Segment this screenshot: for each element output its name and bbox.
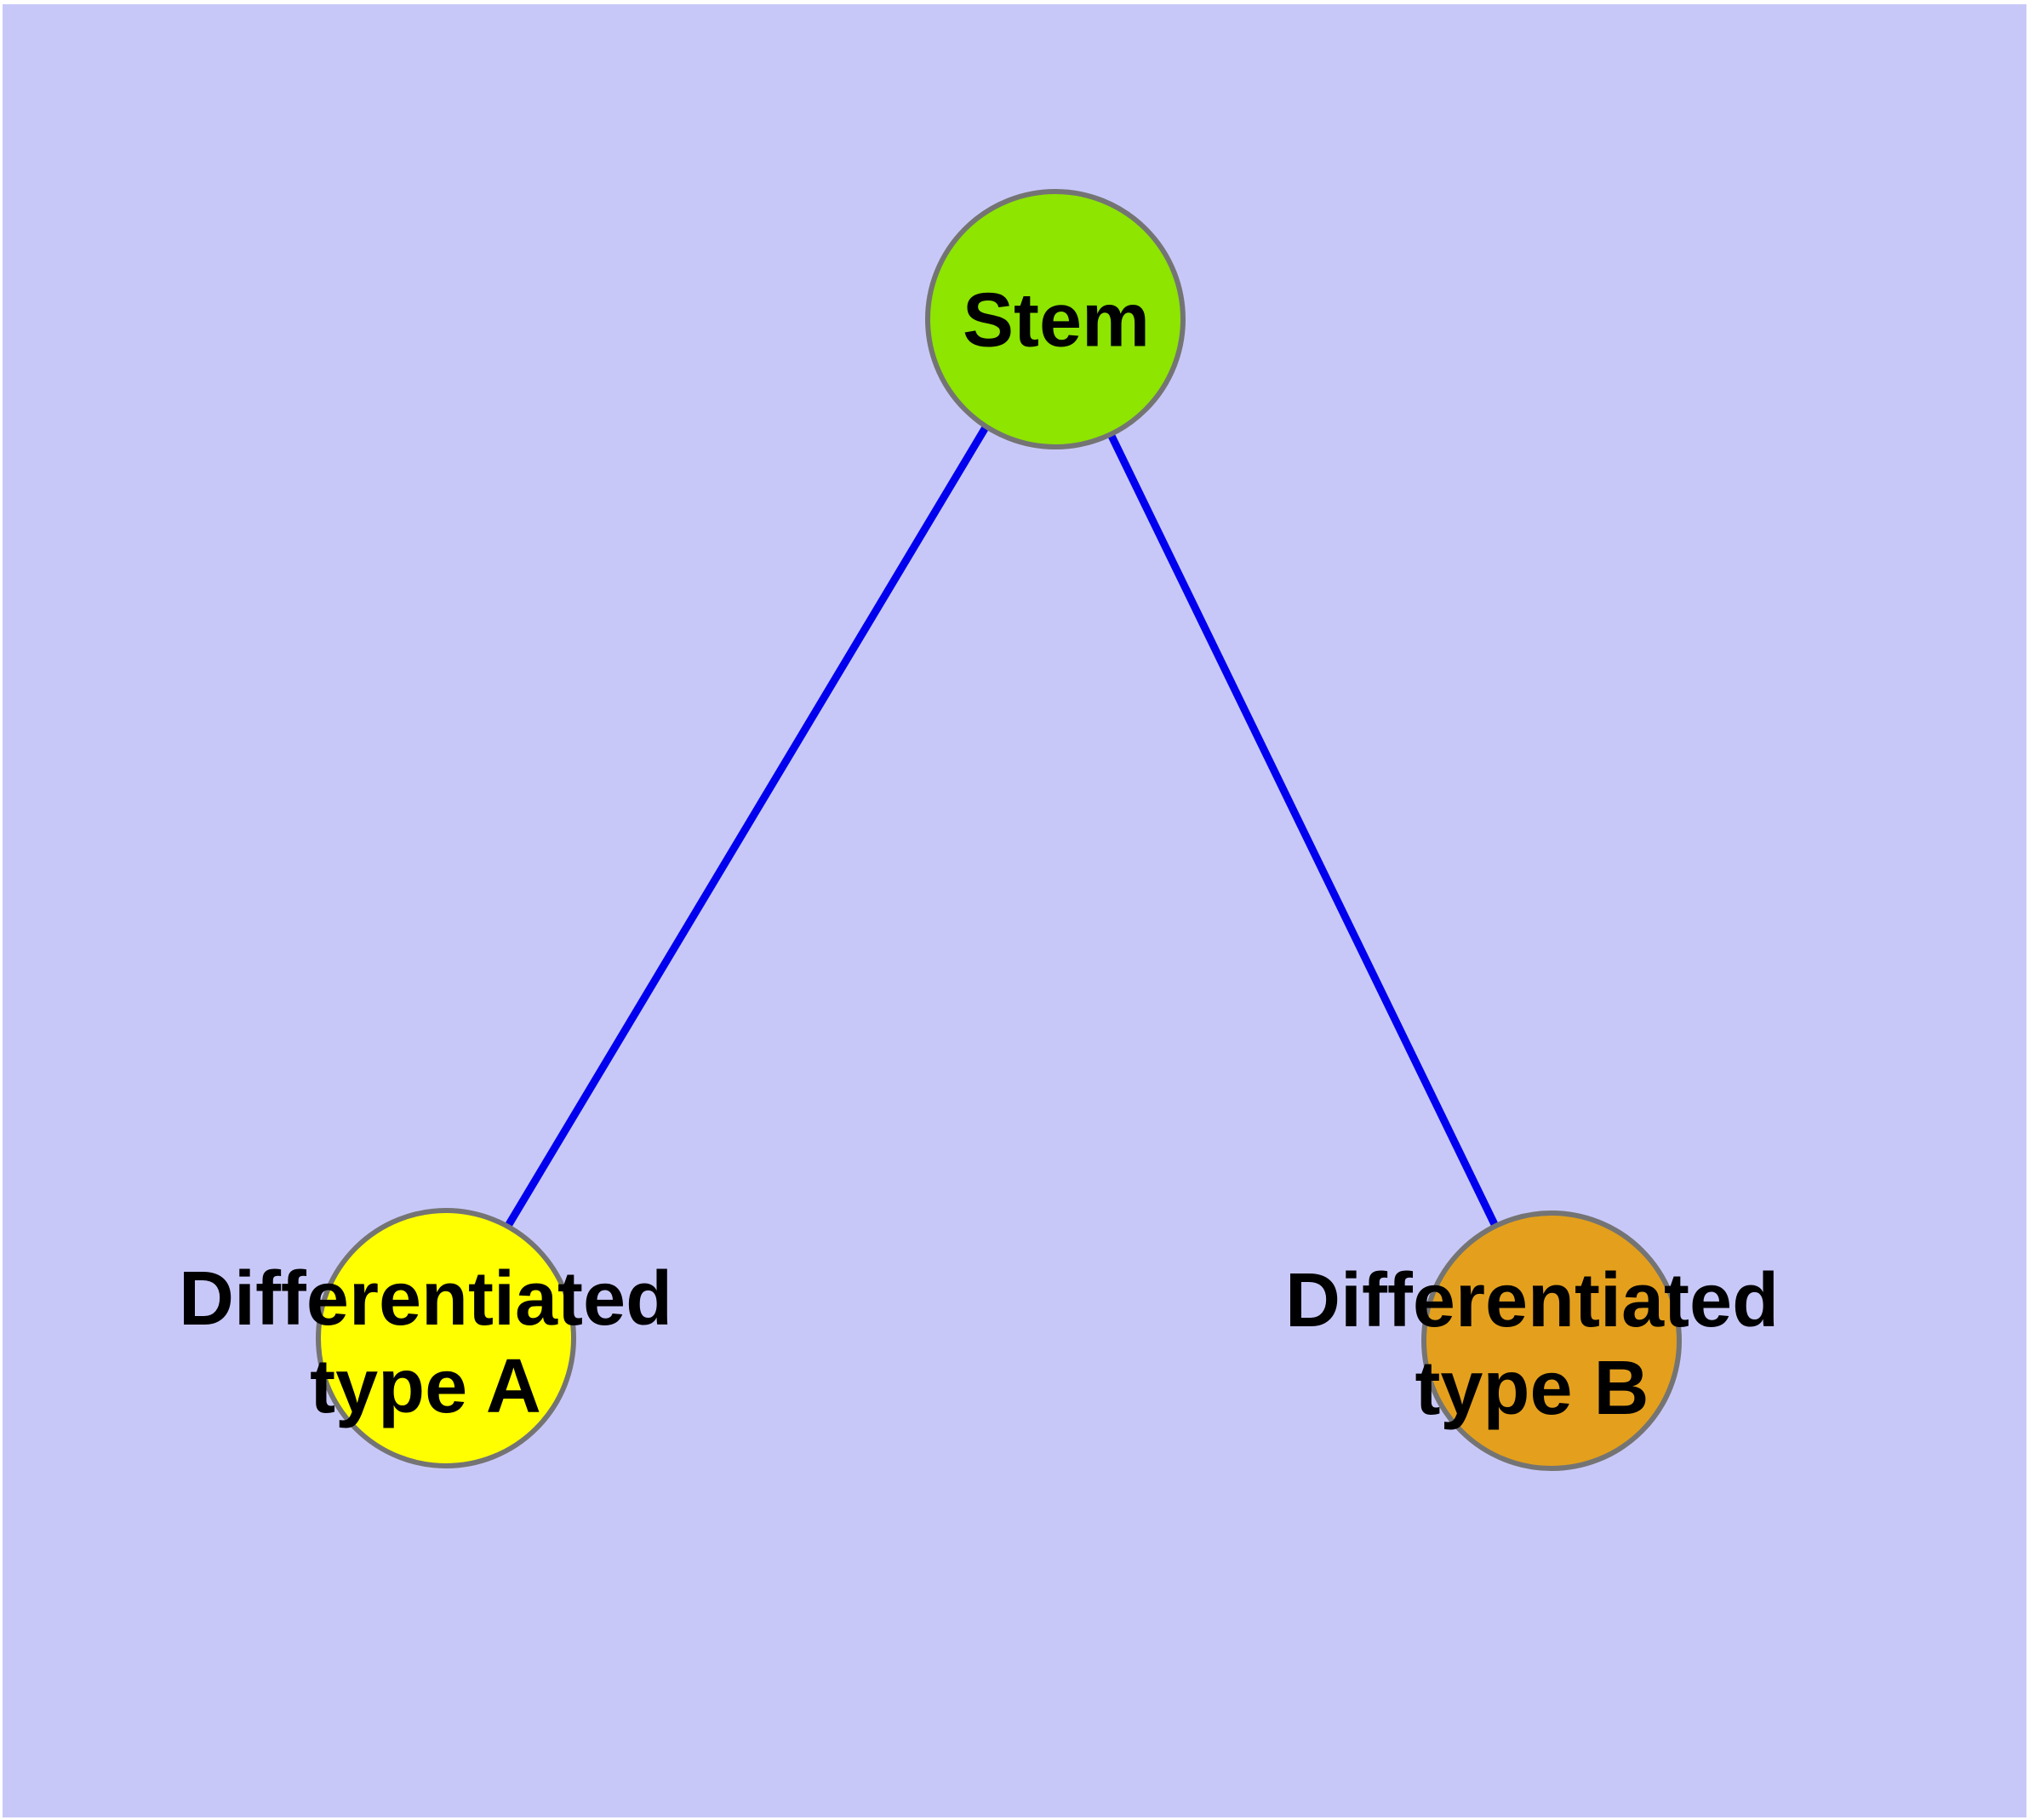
node-label-differentiated-type-b: Differentiated type B <box>1284 1258 1780 1431</box>
node-differentiated-type-a <box>316 1208 576 1468</box>
node-stem <box>925 189 1186 449</box>
node-differentiated-type-b <box>1421 1210 1682 1471</box>
node-label-stem: Stem <box>962 278 1151 363</box>
edges-layer <box>440 312 1553 1338</box>
edge-stem-to-differentiated-type-a <box>440 312 1056 1336</box>
diagram-canvas: Stem Differentiated type A Differentiate… <box>3 4 2026 1817</box>
edge-stem-to-differentiated-type-b <box>1049 313 1553 1338</box>
node-label-differentiated-type-a: Differentiated type A <box>178 1256 673 1429</box>
